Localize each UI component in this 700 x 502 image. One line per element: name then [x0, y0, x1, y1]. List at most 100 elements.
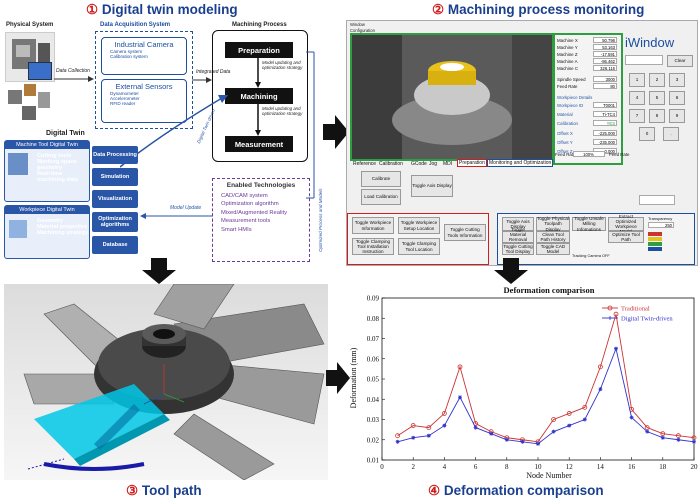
data-point	[536, 441, 540, 446]
machine-items-list: Cutting tools Working space geometry Rea…	[29, 153, 89, 183]
key-dot[interactable]: .	[663, 127, 679, 141]
sensor-list: Dynamometer Accelerometer RFID reader	[102, 91, 186, 106]
optimization-algorithms-box: Optimization algorithms	[92, 212, 138, 232]
tech-item: Smart HMIs	[221, 226, 309, 234]
y-tick-label: 0.05	[367, 376, 380, 384]
menu-configuration[interactable]: Configuration	[350, 28, 375, 33]
key-8[interactable]: 8	[649, 109, 665, 123]
small-input[interactable]	[639, 195, 675, 205]
tab-jog[interactable]: Jog	[429, 161, 438, 167]
sensor-title: External Sensors	[115, 82, 173, 91]
mon-toggle-unsafe-button[interactable]: Toggle Unsafe Milling Infomations	[572, 216, 606, 232]
sensor-item: Accelerometer	[110, 96, 186, 101]
calibrate-button[interactable]: Calibrate	[361, 171, 401, 187]
workpiece-image	[8, 82, 52, 122]
toggle-workpiece-setup-button[interactable]: Toggle Workpiece Setup Location	[398, 217, 440, 234]
data-collection-label: Data Collection	[56, 68, 90, 74]
data-point	[692, 439, 696, 444]
mon-toggle-axis-button[interactable]: Toggle Axis Display	[502, 217, 534, 231]
iwindow-app: Window Configuration Machine X 50.796 Ma…	[346, 20, 698, 266]
optimized-process-arrow	[306, 51, 315, 199]
tech-item: CAD/CAM system	[221, 192, 309, 200]
preparation-box: Preparation	[225, 42, 293, 58]
y-tick-label: 0.02	[367, 436, 380, 444]
machine-c-value: 326.116	[593, 65, 617, 71]
clear-button[interactable]: Clear	[667, 55, 693, 67]
data-processing-box: Data Processing	[92, 146, 138, 164]
workpiece-items-list: Geometry Material properties Machining s…	[29, 218, 88, 236]
key-1[interactable]: 1	[629, 73, 645, 87]
calibration-value: YES	[593, 120, 617, 126]
feed-rate-percent[interactable]: 100%	[573, 151, 605, 157]
key-3[interactable]: 3	[669, 73, 685, 87]
material-label: Material	[557, 112, 573, 117]
offset-z-label: Offset Z	[557, 149, 573, 154]
data-point	[458, 395, 462, 400]
toggle-clamping-location-button[interactable]: Toggle Clamping Tool Location	[398, 238, 440, 255]
window-title: Window	[350, 22, 365, 27]
color-legend	[648, 231, 688, 253]
legend-marker	[607, 305, 613, 311]
model-updating-note-2: Model updating and optimization strategy	[262, 106, 303, 116]
material-removal-sim-button[interactable]: Toggle Material Removal Simulation	[502, 227, 534, 247]
toggle-clamping-instruction-button[interactable]: Toggle Clamping Tool Installation Instru…	[352, 238, 394, 255]
tab-monitoring[interactable]: Monitoring and Optimization	[487, 159, 554, 167]
load-calibration-button[interactable]: Load Calibration	[361, 189, 401, 205]
calibration-label: Calibration	[557, 121, 578, 126]
toggle-cutting-tool-display-button[interactable]: Toggle Cutting Tool Display	[502, 243, 534, 255]
x-tick-label: 20	[691, 463, 699, 471]
data-point	[411, 435, 416, 440]
clean-tool-path-button[interactable]: Clean Tool Path History	[536, 231, 570, 243]
deformation-chart: Deformation comparison Node Number Defor…	[349, 285, 699, 480]
panel2-title: ② Machining process monitoring	[432, 2, 645, 17]
y-tick-label: 0.01	[367, 457, 380, 465]
toggle-cutting-tools-button[interactable]: Toggle Cutting Tools Information	[444, 224, 486, 241]
key-9[interactable]: 9	[669, 109, 685, 123]
key-5[interactable]: 5	[649, 91, 665, 105]
tech-list: CAD/CAM system Optimization algorithm Mi…	[213, 192, 309, 234]
keypad-input[interactable]	[625, 55, 663, 65]
workpiece-item: Machining strategy	[37, 230, 88, 236]
machine-x-value: 50.796	[593, 37, 617, 43]
tab-preparation[interactable]: Preparation	[457, 159, 487, 167]
toggle-cad-model-button[interactable]: Toggle CAD Model	[536, 243, 570, 255]
tab-reference[interactable]: Reference	[353, 161, 377, 167]
model-update-label: Model Update	[170, 205, 202, 211]
tech-item: Mixed/Augmented Reality	[221, 209, 309, 217]
data-point	[644, 425, 650, 431]
optimize-tool-path-button[interactable]: Optimize Tool Path	[608, 231, 644, 243]
tab-calibration[interactable]: Calibration	[379, 161, 403, 167]
right-arrow-icon	[323, 115, 349, 149]
mon-toggle-toolpath-button[interactable]: Toggle Physical Toolpath Display	[536, 216, 570, 232]
machine-x-label: Machine X	[557, 38, 578, 43]
data-point	[582, 404, 588, 410]
toggle-workpiece-info-button[interactable]: Toggle Workpiece Information	[352, 217, 394, 234]
key-6[interactable]: 6	[669, 91, 685, 105]
machine-tool-dt-title: Machine Tool Digital Twin	[5, 141, 89, 149]
data-point	[426, 425, 432, 431]
data-point	[567, 423, 572, 428]
data-point	[598, 387, 603, 392]
key-0[interactable]: 0	[639, 127, 655, 141]
workpiece-icon	[9, 220, 27, 238]
preparation-panel: Toggle Workpiece Information Toggle Work…	[347, 213, 489, 265]
extract-optimized-model-button[interactable]: Extract Optimized Workpiece Model	[608, 214, 644, 234]
transparency-value[interactable]: 250	[648, 222, 674, 228]
data-point	[613, 311, 619, 317]
toggle-axis-display-button[interactable]: Toggle Axis Display	[411, 175, 453, 197]
external-sensors-box: External Sensors Dynamometer Acceleromet…	[101, 79, 187, 123]
tab-gcode[interactable]: GCode	[411, 161, 427, 167]
right-arrow-icon-2	[326, 362, 350, 394]
workpiece-item: Material properties	[37, 224, 88, 230]
tab-mdi[interactable]: MDI	[443, 161, 453, 167]
key-2[interactable]: 2	[649, 73, 665, 87]
workpiece-id-value: T0001	[593, 102, 617, 108]
key-4[interactable]: 4	[629, 91, 645, 105]
enabled-tech-box: Enabled Technologies CAD/CAM system Opti…	[212, 178, 310, 262]
optimized-process-label: Optimized Process and Models	[318, 188, 323, 252]
panel3-title: ③ Tool path	[126, 483, 202, 498]
workpiece-dt-title: Workpiece Digital Twin	[5, 206, 89, 214]
series-line-0	[397, 314, 695, 443]
key-7[interactable]: 7	[629, 109, 645, 123]
data-point	[504, 437, 509, 442]
